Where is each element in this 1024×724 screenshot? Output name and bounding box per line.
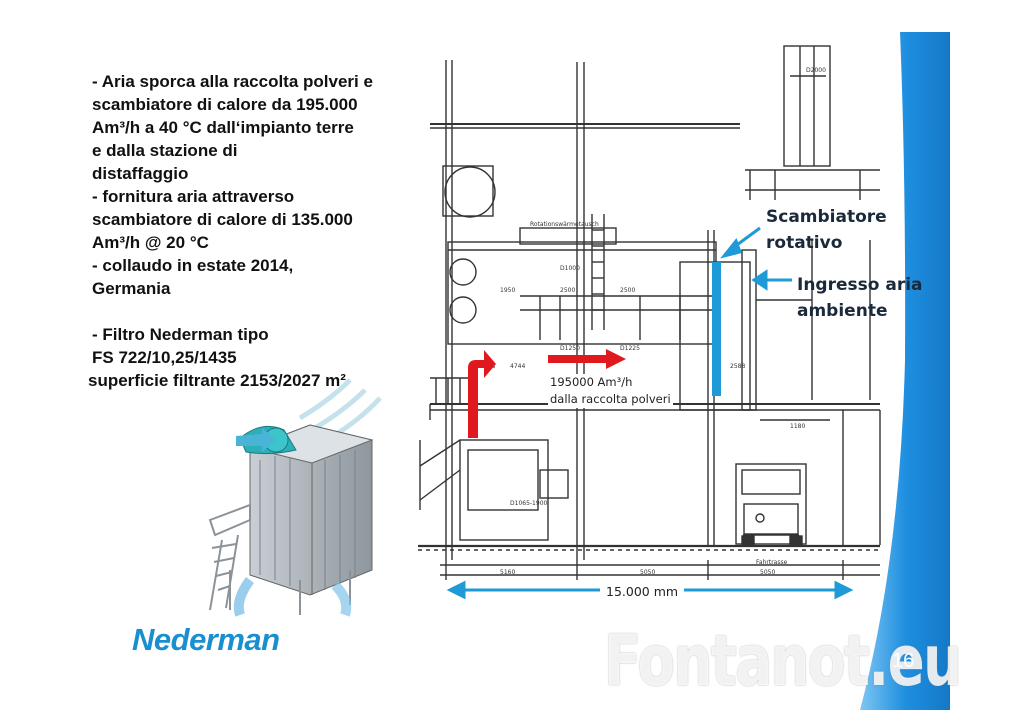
svg-text:5160: 5160 bbox=[500, 569, 515, 576]
svg-text:2500: 2500 bbox=[560, 287, 575, 294]
bullet-line: Am³/h a 40 °C dall‘impianto terre bbox=[92, 118, 354, 137]
svg-text:5050: 5050 bbox=[640, 569, 655, 576]
svg-text:5050: 5050 bbox=[760, 569, 775, 576]
bullet-line: Germania bbox=[92, 279, 171, 298]
svg-text:Rotationswärmetausch: Rotationswärmetausch bbox=[530, 221, 599, 228]
bullet-list: - Aria sporca alla raccolta polveri e sc… bbox=[88, 70, 432, 392]
bullet-line: - fornitura aria attraverso bbox=[92, 187, 295, 206]
bullet-line: superficie filtrante 2153/2027 m² bbox=[88, 371, 346, 390]
bullet-line: scambiatore di calore di 135.000 bbox=[92, 210, 353, 229]
svg-text:D1000: D1000 bbox=[560, 265, 580, 272]
bullet-line: FS 722/10,25/1435 bbox=[92, 348, 237, 367]
svg-text:D1250: D1250 bbox=[560, 345, 580, 352]
page-number: 16 bbox=[892, 650, 915, 672]
svg-text:2500: 2500 bbox=[620, 287, 635, 294]
svg-text:D2000: D2000 bbox=[806, 67, 826, 74]
svg-text:2588: 2588 bbox=[730, 363, 745, 370]
flow-label-line1: 195000 Am³/h bbox=[550, 375, 633, 389]
watermark: Fontanot.eu bbox=[604, 620, 962, 702]
bullet-line: scambiatore di calore da 195.000 bbox=[92, 95, 358, 114]
svg-text:Fahrtrasse: Fahrtrasse bbox=[756, 559, 788, 566]
bullet-line: - collaudo in estate 2014, bbox=[92, 256, 294, 275]
label-ingresso-line2: ambiente bbox=[797, 301, 888, 321]
bullet-line: - Aria sporca alla raccolta polveri e bbox=[92, 72, 373, 91]
svg-text:D1225: D1225 bbox=[620, 345, 640, 352]
svg-text:1180: 1180 bbox=[790, 423, 805, 430]
label-scambiatore: Scambiatore rotativo bbox=[766, 204, 887, 256]
flow-label-line2: dalla raccolta polveri bbox=[550, 392, 671, 406]
dimension-label: 15.000 mm bbox=[600, 584, 685, 599]
dirty-air-arrows bbox=[468, 349, 626, 438]
svg-text:4744: 4744 bbox=[510, 363, 525, 370]
svg-text:1950: 1950 bbox=[500, 287, 515, 294]
bullet-line: - Filtro Nederman tipo bbox=[92, 325, 269, 344]
bullet-line: e dalla stazione di bbox=[92, 141, 238, 160]
nederman-logo: Nederman bbox=[132, 622, 280, 657]
rotary-exchanger-bar bbox=[712, 262, 721, 396]
svg-text:D1065-1900: D1065-1900 bbox=[510, 500, 548, 507]
label-scambiatore-line1: Scambiatore bbox=[766, 207, 887, 227]
label-ingresso: Ingresso aria ambiente bbox=[797, 272, 923, 324]
flow-label: 195000 Am³/h dalla raccolta polveri bbox=[548, 374, 673, 408]
bullet-line: distaffaggio bbox=[92, 164, 189, 183]
label-scambiatore-line2: rotativo bbox=[766, 233, 843, 253]
label-ingresso-line1: Ingresso aria bbox=[797, 275, 923, 295]
bullet-line: Am³/h @ 20 °C bbox=[92, 233, 209, 252]
